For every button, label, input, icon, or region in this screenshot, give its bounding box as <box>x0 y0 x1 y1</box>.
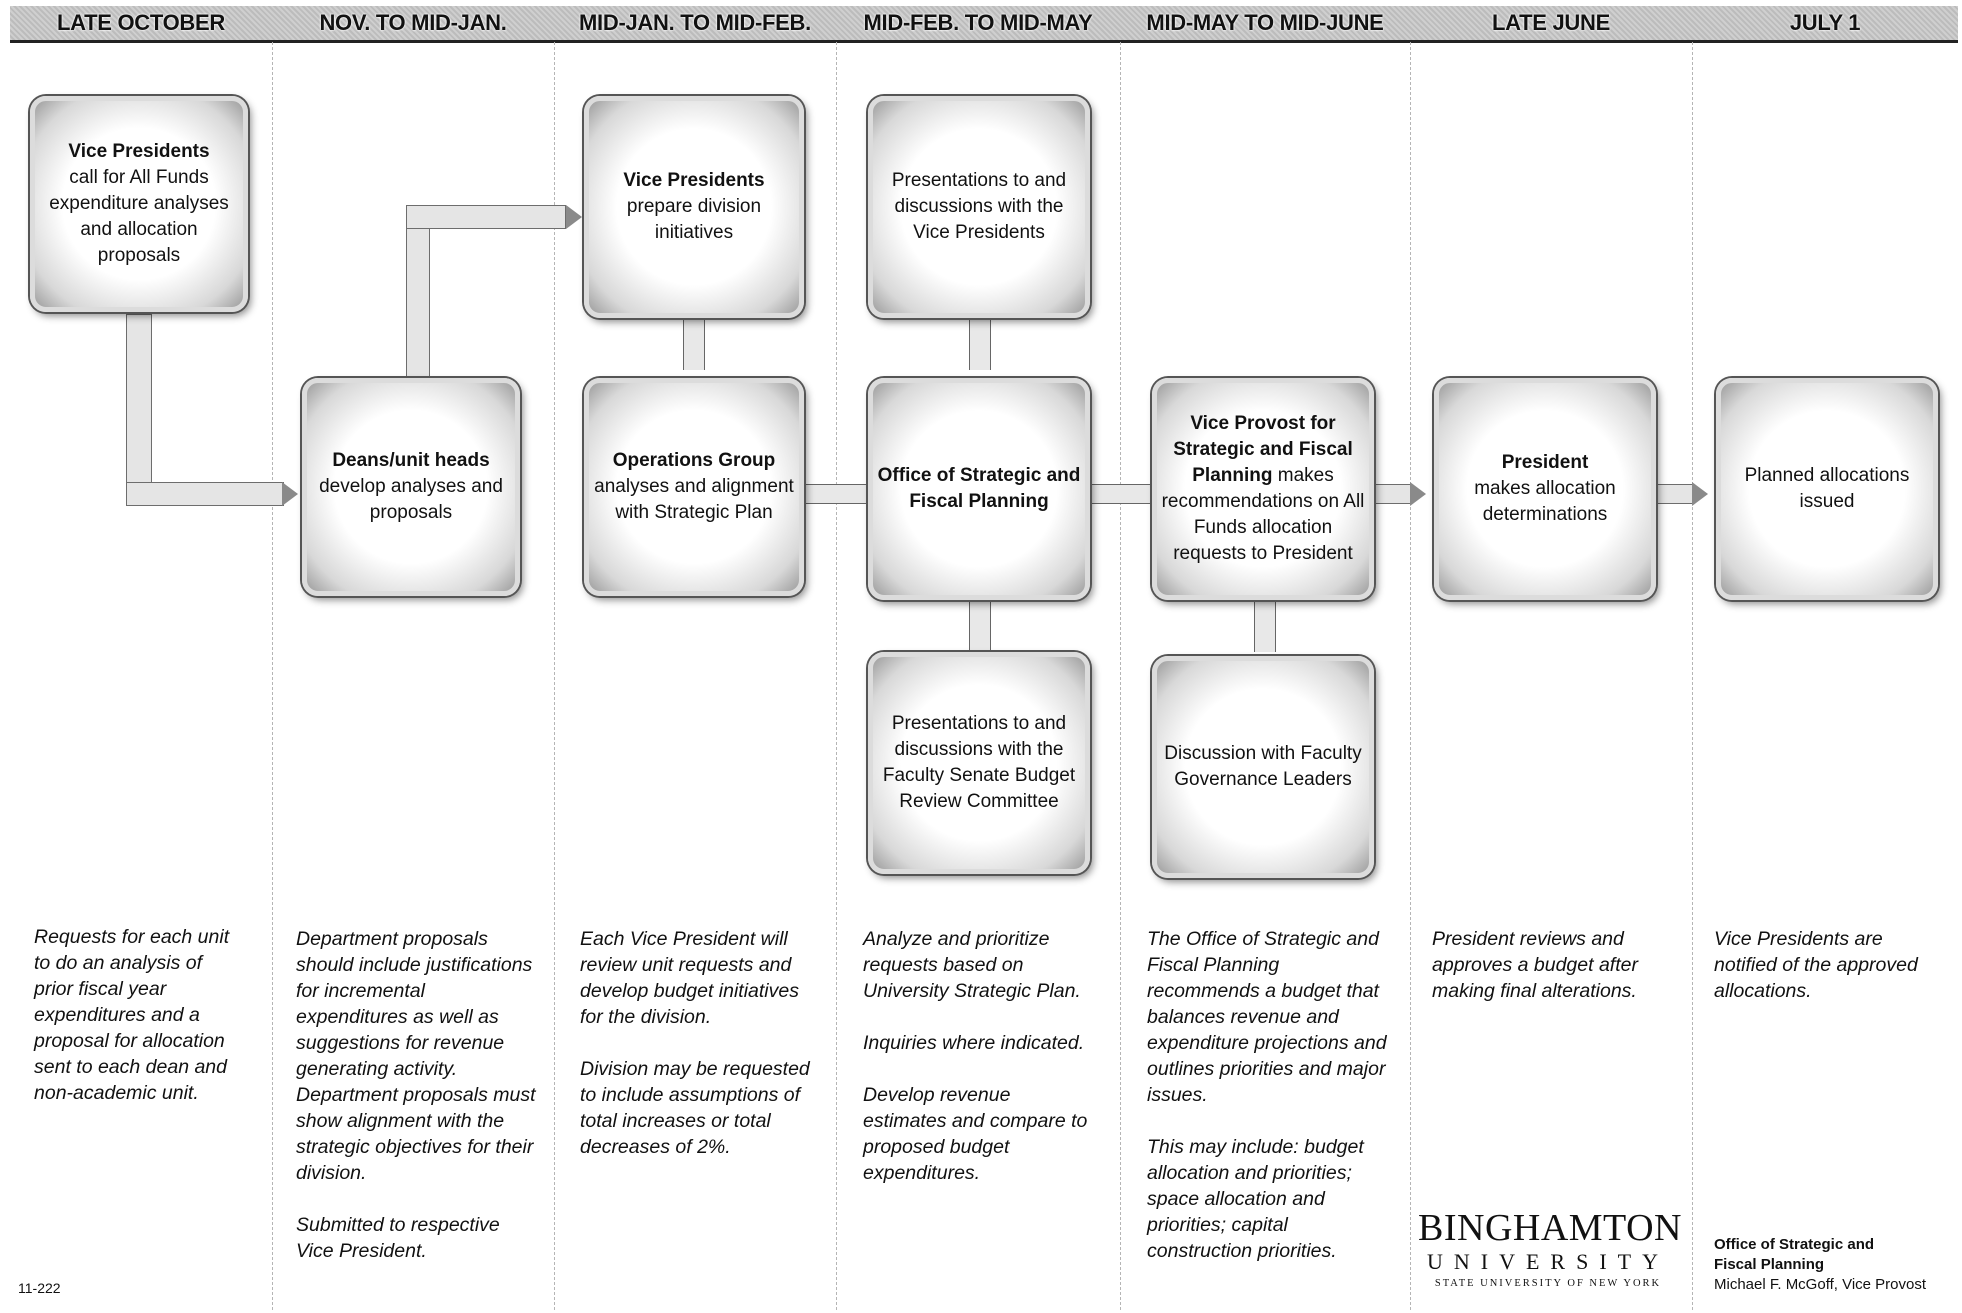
office-credit: Office of Strategic and Fiscal Planning … <box>1714 1235 1926 1295</box>
note-paragraph: Vice Presidents are notified of the appr… <box>1714 928 1918 1002</box>
column-header-july-1: JULY 1 <box>1789 10 1861 35</box>
column-header-mid-jan-mid-feb: MID-JAN. TO MID-FEB. <box>579 10 811 35</box>
binghamton-logo: BINGHAMTON UNIVERSITY STATE UNIVERSITY O… <box>1418 1207 1682 1292</box>
note-paragraph: Each Vice President will review unit req… <box>580 928 799 1028</box>
box-text: Discussion with Faculty Governance Leade… <box>1164 743 1362 790</box>
box-text: Presentations to and discussions with th… <box>882 713 1076 812</box>
note-paragraph: Inquiries where indicated. <box>863 1032 1085 1054</box>
double-arrow-icon <box>969 602 991 652</box>
box-operations-group: Operations Group analyses and alignment w… <box>584 378 804 596</box>
column-divider <box>554 42 555 1310</box>
column-divider <box>272 42 273 1310</box>
note-paragraph: President reviews and approves a budget … <box>1432 928 1638 1002</box>
box-text: Presentations to and discussions with th… <box>891 170 1067 243</box>
column-divider <box>1120 42 1121 1310</box>
note-mid-feb-mid-may: Analyze and prioritize requests based on… <box>863 926 1099 1212</box>
box-title: Vice Presidents <box>623 170 765 191</box>
arrow-right-icon <box>1410 482 1426 506</box>
connector-vp-to-deans-horizontal <box>126 482 284 506</box>
box-president: President makes allocation determinations <box>1434 378 1656 600</box>
note-july-1: Vice Presidents are notified of the appr… <box>1714 926 1950 1030</box>
double-arrow-icon <box>1088 484 1150 504</box>
note-paragraph: Department proposals should include just… <box>296 928 536 1184</box>
document-id: 11-222 <box>18 1280 61 1296</box>
arrow-right-icon <box>1692 482 1708 506</box>
connector-deans-to-vp-vertical <box>406 205 430 380</box>
box-vp-call: Vice Presidents call for All Funds expend… <box>30 96 248 312</box>
timeline-header <box>10 6 1958 43</box>
note-paragraph: Submitted to respective Vice President. <box>296 1214 500 1262</box>
logo-university: UNIVERSITY <box>1427 1249 1669 1274</box>
box-title: President <box>1501 452 1589 473</box>
column-header-nov-mid-jan: NOV. TO MID-JAN. <box>319 10 507 35</box>
note-paragraph: The Office of Strategic and Fiscal Plann… <box>1147 928 1387 1106</box>
note-mid-jan-mid-feb: Each Vice President will review unit req… <box>580 926 816 1186</box>
note-paragraph: Division may be requested to include ass… <box>580 1058 810 1158</box>
column-header-mid-may-mid-june: MID-MAY TO MID-JUNE <box>1146 10 1384 35</box>
box-planned-allocations: Planned allocations issued <box>1716 378 1938 600</box>
double-arrow-icon <box>683 318 705 370</box>
note-paragraph: Analyze and prioritize requests based on… <box>863 928 1081 1002</box>
box-presentations-senate: Presentations to and discussions with th… <box>868 652 1090 874</box>
column-header-late-june: LATE JUNE <box>1492 10 1610 35</box>
column-header-mid-feb-mid-may: MID-FEB. TO MID-MAY <box>863 10 1093 35</box>
box-text: develop analyses and proposals <box>319 476 503 523</box>
connector-deans-to-vp-horizontal <box>406 205 566 229</box>
box-vp-prepare: Vice Presidents prepare division initiati… <box>584 96 804 318</box>
box-text: prepare division initiatives <box>626 196 762 243</box>
logo-suny: STATE UNIVERSITY OF NEW YORK <box>1434 1278 1662 1289</box>
connector-president-to-planned <box>1656 484 1694 504</box>
column-divider <box>836 42 837 1310</box>
box-presentations-vp: Presentations to and discussions with th… <box>868 96 1090 318</box>
box-vice-provost: Vice Provost for Strategic and Fiscal Pl… <box>1152 378 1374 600</box>
double-arrow-icon <box>969 318 991 370</box>
box-title: Office of Strategic and Fiscal Planning <box>877 465 1081 512</box>
office-line-2: Fiscal Planning <box>1714 1256 1825 1273</box>
box-deans: Deans/unit heads develop analyses and pro… <box>302 378 520 596</box>
logo-name: BINGHAMTON <box>1418 1207 1682 1249</box>
box-title: Vice Presidents <box>68 141 210 162</box>
note-paragraph: Develop revenue estimates and compare to… <box>863 1084 1088 1184</box>
box-text: makes allocation determinations <box>1474 478 1616 525</box>
double-arrow-icon <box>1254 602 1276 652</box>
connector-provost-to-president <box>1374 484 1412 504</box>
column-divider <box>1692 42 1693 1310</box>
note-paragraph: This may include: budget allocation and … <box>1147 1136 1364 1262</box>
box-osfp: Office of Strategic and Fiscal Planning <box>868 378 1090 600</box>
arrow-right-icon <box>566 205 582 229</box>
column-header-late-october: LATE OCTOBER <box>57 10 225 35</box>
box-text: analyses and alignment with Strategic Pl… <box>594 476 794 523</box>
double-arrow-icon <box>802 484 866 504</box>
office-line-3: Michael F. McGoff, Vice Provost <box>1714 1276 1927 1293</box>
note-paragraph: Requests for each unit to do an analysis… <box>34 926 230 1104</box>
note-late-october: Requests for each unit to do an analysis… <box>34 924 244 1132</box>
arrow-right-icon <box>282 482 298 506</box>
note-nov-mid-jan: Department proposals should include just… <box>296 926 536 1290</box>
box-title: Operations Group <box>612 450 776 471</box>
box-title: Deans/unit heads <box>332 450 490 471</box>
box-text: call for All Funds expenditure analyses … <box>49 167 229 266</box>
note-late-june: President reviews and approves a budget … <box>1432 926 1668 1030</box>
connector-vp-to-deans-vertical <box>126 314 152 506</box>
note-mid-may-mid-june: The Office of Strategic and Fiscal Plann… <box>1147 926 1393 1290</box>
office-line-1: Office of Strategic and <box>1714 1236 1875 1253</box>
box-text: makes recommendations on All Funds alloc… <box>1161 465 1365 564</box>
column-divider <box>1410 42 1411 1310</box>
box-title: Vice Provost for Strategic and Fiscal Pl… <box>1173 413 1353 486</box>
box-faculty-governance: Discussion with Faculty Governance Leade… <box>1152 656 1374 878</box>
box-text: Planned allocations issued <box>1744 465 1910 512</box>
